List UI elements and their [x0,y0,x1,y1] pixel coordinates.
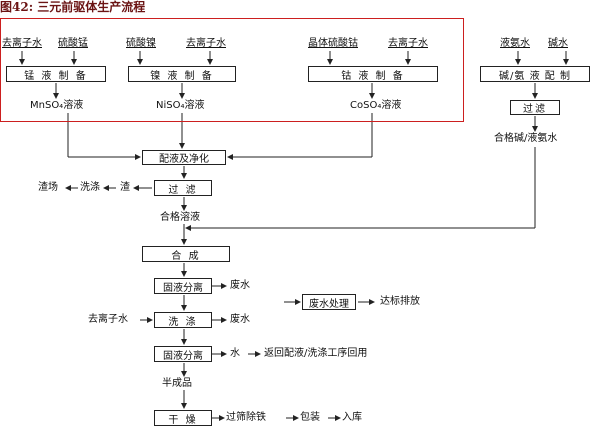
mn-input-sulfate: 硫酸锰 [58,38,88,49]
mn-output: MnSO₄溶液 [30,100,84,111]
dry-pack: 包装 [300,412,320,423]
ww-discharge: 达标排放 [380,296,420,307]
figure-title: 图42: 三元前驱体生产流程 [0,0,146,14]
sep2-reuse: 返回配液/洗涤工序回用 [264,348,368,359]
ni-input-water: 去离子水 [186,38,226,49]
qualified-solution: 合格溶液 [160,212,200,223]
co-output: CoSO₄溶液 [350,100,402,111]
synthesis-box: 合 成 [142,246,230,262]
mix-purify-box: 配液及净化 [142,150,226,165]
sep2-box: 固液分离 [154,346,212,362]
semi-product: 半成品 [162,378,192,389]
alk-prep-box: 碱/氨 液 配 制 [480,66,590,82]
ni-prep-box: 镍 液 制 备 [128,66,236,82]
mn-prep-box: 锰 液 制 备 [6,66,106,82]
co-input-water: 去离子水 [388,38,428,49]
dry-box: 干 燥 [154,410,212,426]
alk-output: 合格碱/液氨水 [494,133,558,144]
filter-residue: 渣 [120,182,130,193]
precursor-solution-section [0,18,464,122]
wash-box: 洗 涤 [154,312,212,328]
sep1-wastewater: 废水 [230,280,250,291]
filter-wash: 洗涤 [80,182,100,193]
filter-dump: 渣场 [38,182,58,193]
sep2-water: 水 [230,348,240,359]
sep1-box: 固液分离 [154,278,212,294]
wash-wastewater: 废水 [230,314,250,325]
mn-input-water: 去离子水 [2,38,42,49]
co-input-sulfate: 晶体硫酸钴 [308,38,358,49]
ni-output: NiSO₄溶液 [156,100,205,111]
dry-sieve: 过筛除铁 [226,412,266,423]
alk-input-base: 碱水 [548,38,568,49]
dry-store: 入库 [342,412,362,423]
wastewater-treatment-box: 废水处理 [302,294,356,310]
alk-filter-box: 过滤 [510,100,560,115]
alk-input-ammonia: 液氨水 [500,38,530,49]
ni-input-sulfate: 硫酸镍 [126,38,156,49]
wash-input-water: 去离子水 [88,314,128,325]
co-prep-box: 钴 液 制 备 [308,66,438,82]
main-filter-box: 过 滤 [154,180,212,196]
